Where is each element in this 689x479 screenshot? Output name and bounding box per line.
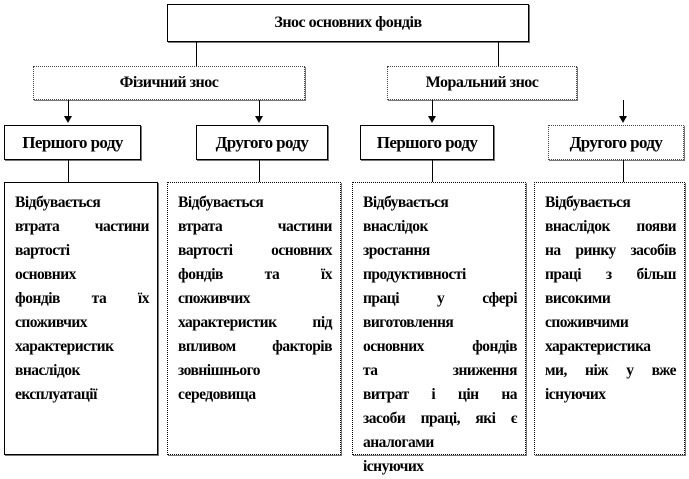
description-line: характеристик: [15, 338, 114, 355]
description-line: вартості основних: [178, 242, 333, 259]
kind-label: Другого роду: [215, 132, 309, 152]
description-line: праці з більш: [545, 266, 677, 283]
physical-wear-label: Фізичний знос: [119, 74, 219, 91]
arrow-down-icon: [428, 116, 436, 123]
kind-label: Першого роду: [376, 132, 478, 152]
connector: [623, 160, 624, 182]
connector: [196, 42, 197, 66]
description-line: засоби праці, які є: [363, 410, 518, 427]
moral-first-kind-description: Відбувається внаслідок зростання продуктивн…: [352, 182, 526, 475]
description-line: існуючих: [363, 458, 424, 475]
description-line: праці у сфері: [363, 290, 518, 307]
moral-wear-node: Моральний знос: [387, 66, 577, 100]
description-line: на ринку засобів: [545, 242, 677, 259]
description-line: аналогами: [363, 434, 434, 451]
description-line: характеристика: [545, 338, 651, 355]
physical-second-kind-node: Другого роду: [196, 125, 328, 160]
description-line: експлуатації: [15, 386, 97, 403]
description-line: витрат і цін на: [363, 386, 518, 403]
connector: [432, 100, 433, 118]
connector: [432, 160, 433, 182]
description-line: середовища: [178, 386, 256, 403]
connector: [68, 100, 69, 118]
description-line: основних фондів: [363, 338, 518, 355]
connector: [259, 160, 260, 182]
moral-second-kind-description: Відбувається внаслідок появи на ринку засо…: [534, 182, 685, 455]
description-line: споживчих: [15, 314, 88, 331]
description-line: основних: [15, 266, 76, 283]
description-line: зростання: [363, 242, 430, 259]
arrow-down-icon: [619, 116, 627, 123]
moral-first-kind-node: Першого роду: [360, 125, 494, 160]
description-line: Відбувається: [178, 194, 264, 211]
description-line: продуктивності: [363, 266, 466, 283]
root-label: Знос основних фондів: [274, 14, 422, 31]
description-line: Відбувається: [363, 194, 449, 211]
description-line: фондів та їх: [178, 266, 333, 283]
description-line: існуючих: [545, 386, 606, 403]
arrow-down-icon: [255, 116, 263, 123]
description-line: внаслідок появи: [545, 218, 677, 235]
kind-label: Першого роду: [22, 132, 123, 152]
connector: [498, 42, 499, 66]
description-line: Відбувається: [15, 194, 101, 211]
moral-second-kind-node: Другого роду: [548, 125, 684, 160]
description-line: споживчими: [545, 314, 629, 331]
connector: [259, 100, 260, 118]
description-line: внаслідок: [15, 362, 80, 379]
physical-second-kind-description: Відбувається втрата частини вартості основ…: [167, 182, 341, 455]
physical-first-kind-description: Відбувається втрата частини вартості основн…: [4, 182, 158, 455]
description-line: зовнішнього: [178, 362, 260, 379]
root-node: Знос основних фондів: [167, 4, 529, 42]
connector: [623, 100, 624, 118]
arrow-down-icon: [64, 116, 72, 123]
description-line: фондів та їх: [15, 290, 150, 307]
description-line: виготовлення: [363, 314, 454, 331]
description-line: споживчих: [178, 290, 251, 307]
physical-first-kind-node: Першого роду: [4, 125, 141, 160]
description-line: вартості: [15, 242, 70, 259]
description-line: ми, ніж у вже: [545, 362, 677, 379]
description-line: втрата частини: [15, 218, 150, 235]
description-line: та зниження: [363, 362, 518, 379]
description-line: високими: [545, 290, 611, 307]
kind-label: Другого роду: [569, 132, 663, 152]
moral-wear-label: Моральний знос: [425, 74, 539, 91]
description-line: втрата частини: [178, 218, 333, 235]
description-line: Відбувається: [545, 194, 631, 211]
physical-wear-node: Фізичний знос: [33, 66, 305, 100]
description-line: впливом факторів: [178, 338, 333, 355]
connector: [68, 160, 69, 182]
description-line: характеристик під: [178, 314, 333, 331]
description-line: внаслідок: [363, 218, 428, 235]
